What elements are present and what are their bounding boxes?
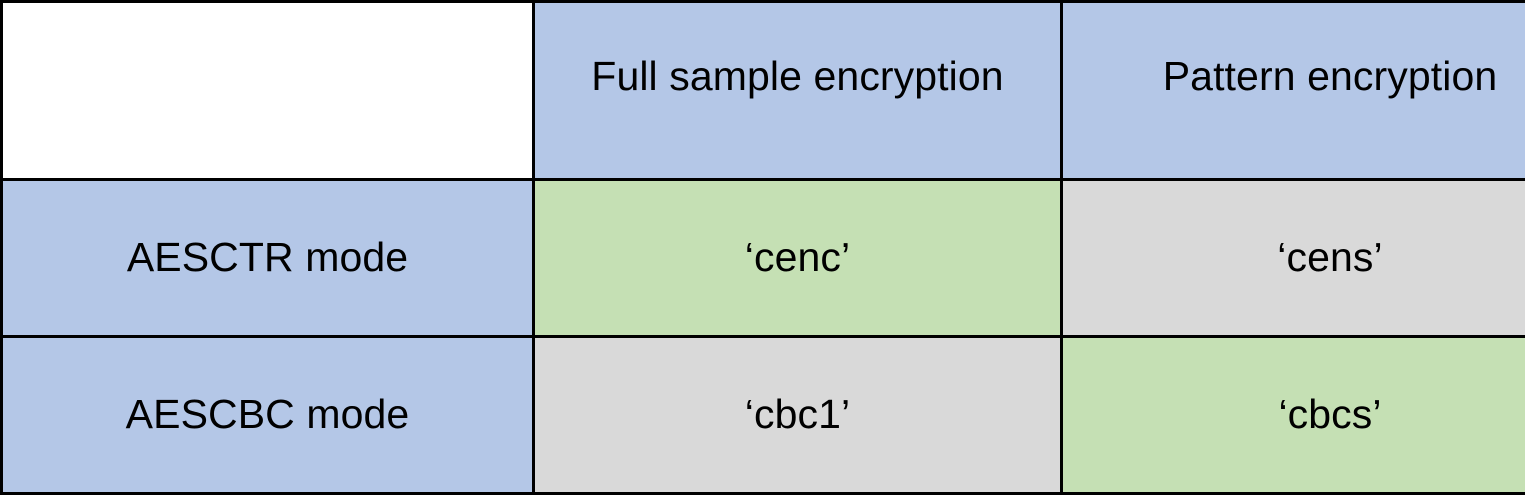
row-header-aescbc-mode: AESCBC mode [2,337,534,494]
column-header-full-sample-encryption: Full sample encryption [534,2,1062,180]
cell-value: ‘cbc1’ [545,391,1050,438]
cell-aesctr-full-sample-encryption: ‘cenc’ [534,180,1062,337]
cell-aescbc-full-sample-encryption: ‘cbc1’ [534,337,1062,494]
cell-aesctr-pattern-encryption: ‘cens’ [1062,180,1525,337]
table-header-row: Full sample encryption Pattern encryptio… [2,2,1525,180]
row-header-aesctr-mode: AESCTR mode [2,180,534,337]
cell-value: ‘cens’ [1073,234,1525,281]
cell-value: ‘cenc’ [545,234,1050,281]
cell-aescbc-pattern-encryption: ‘cbcs’ [1062,337,1525,494]
table-corner-cell [2,2,534,180]
row-header-label: AESCTR mode [13,234,522,281]
encryption-scheme-table-container: Full sample encryption Pattern encryptio… [0,0,1525,455]
row-header-label: AESCBC mode [13,391,522,438]
column-header-label: Full sample encryption [545,53,1050,100]
table-row: AESCBC mode ‘cbc1’ ‘cbcs’ [2,337,1525,494]
column-header-label: Pattern encryption [1073,53,1525,100]
column-header-pattern-encryption: Pattern encryption [1062,2,1525,180]
table-row: AESCTR mode ‘cenc’ ‘cens’ [2,180,1525,337]
cell-value: ‘cbcs’ [1073,391,1525,438]
